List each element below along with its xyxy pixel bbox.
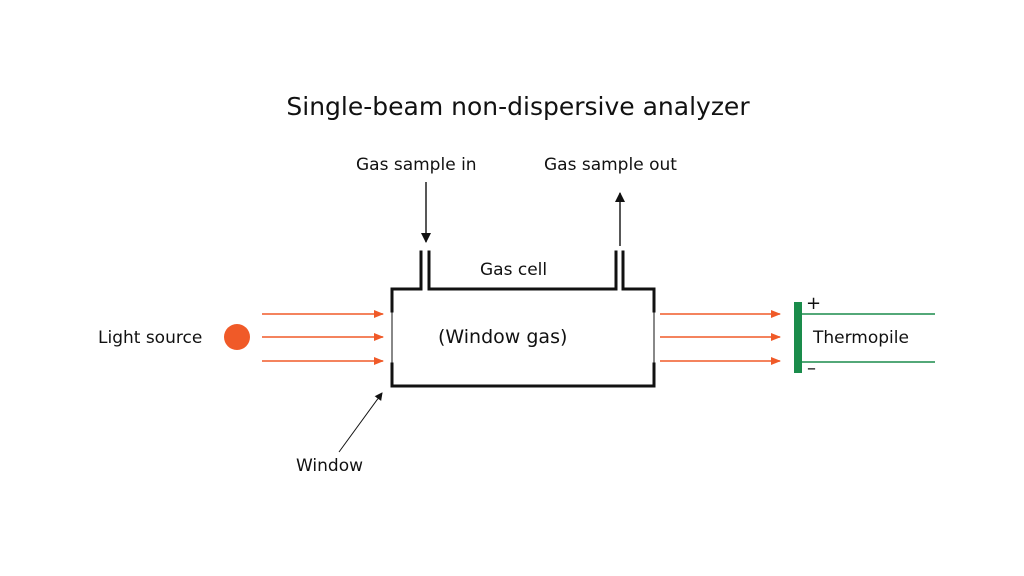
- thermopile-minus-sign: –: [807, 358, 816, 379]
- window-gas-label: (Window gas): [438, 326, 568, 348]
- light-source-icon: [224, 324, 250, 350]
- gas-cell-top-wall: [390, 250, 656, 291]
- thermopile: [794, 302, 935, 373]
- window-pointer-arrow: [338, 392, 383, 453]
- gas-cell-label: Gas cell: [480, 260, 548, 280]
- gas-sample-out-label: Gas sample out: [544, 155, 677, 175]
- incoming-beams: [262, 310, 384, 365]
- thermopile-plus-sign: +: [806, 293, 822, 314]
- gas-sample-in-label: Gas sample in: [356, 155, 477, 175]
- light-source-label: Light source: [98, 328, 203, 348]
- gas-cell: [390, 250, 656, 388]
- diagram-title: Single-beam non-dispersive analyzer: [286, 92, 750, 121]
- outgoing-beams: [660, 310, 781, 365]
- window-label: Window: [296, 456, 364, 476]
- thermopile-label: Thermopile: [813, 328, 909, 348]
- thermopile-element: [794, 302, 802, 373]
